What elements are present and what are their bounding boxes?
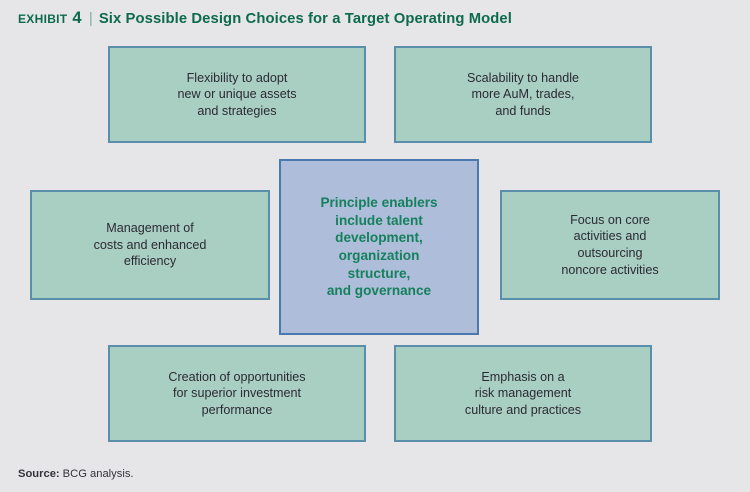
diagram-node-label: Emphasis on a risk management culture an… [464,369,582,417]
page-title: Exhibit 4 | Six Possible Design Choices … [18,9,512,28]
diagram-node-label: Creation of opportunities for superior i… [168,369,306,417]
diagram-node-label: Focus on core activities and outsourcing… [561,212,659,277]
diagram-node-center-principle-enablers[interactable]: Principle enablers include talent develo… [279,159,479,335]
source-note: Source:BCG analysis. [18,468,134,480]
diagram-node-label: Flexibility to adopt new or unique asset… [177,70,297,118]
diagram-node-opportunity-creation[interactable]: Creation of opportunities for superior i… [108,345,366,442]
title-divider: | [88,9,93,27]
source-label: Source: [18,468,60,480]
diagram-node-label: Management of costs and enhanced efficie… [93,221,207,269]
source-value: BCG analysis. [62,468,134,480]
exhibit-title-text: Six Possible Design Choices for a Target… [98,10,512,27]
diagram-node-scalability[interactable]: Scalability to handle more AuM, trades, … [394,46,652,143]
exhibit-number-label: Exhibit 4 [18,8,82,27]
exhibit-header: Exhibit 4 | Six Possible Design Choices … [0,0,750,36]
diagram-node-cost-management[interactable]: Management of costs and enhanced efficie… [30,190,270,300]
diagram-node-flexibility[interactable]: Flexibility to adopt new or unique asset… [108,46,366,143]
diagram-node-risk-management[interactable]: Emphasis on a risk management culture an… [394,345,652,442]
diagram-node-core-focus[interactable]: Focus on core activities and outsourcing… [500,190,720,300]
diagram-center-label: Principle enablers include talent develo… [320,194,438,299]
diagram-node-label: Scalability to handle more AuM, trades, … [466,70,579,118]
